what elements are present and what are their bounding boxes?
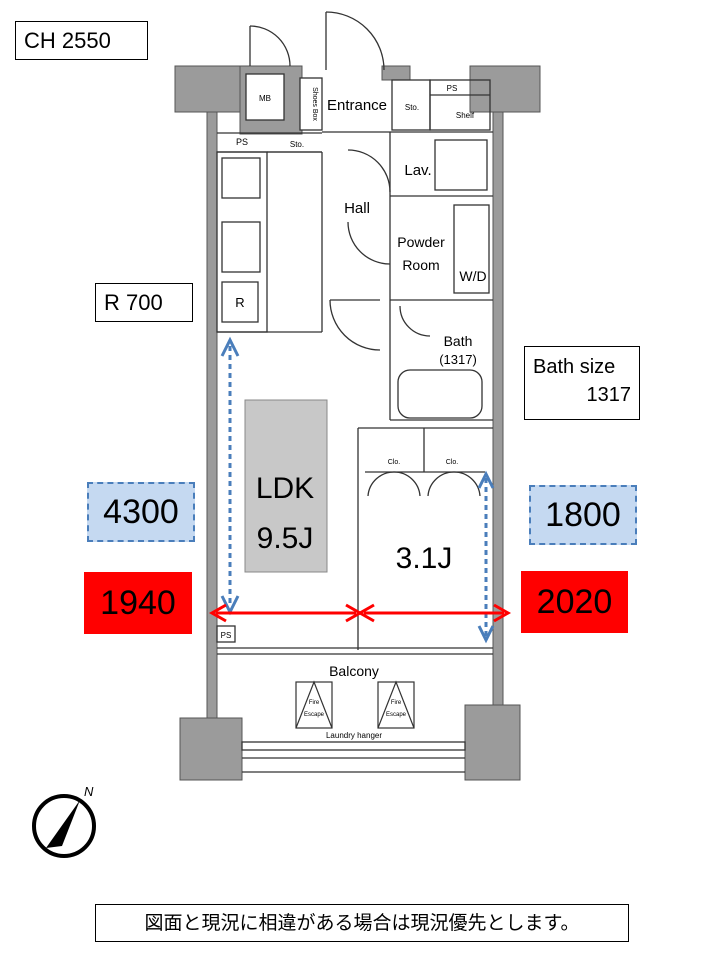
sto-top-label: Sto. [405,103,419,112]
compass-arrow-icon [46,800,80,848]
fire-escape-2-line2: Escape [386,712,407,718]
bedroom-size-label: 3.1J [396,542,453,575]
fire-escape-1-line2: Escape [304,712,325,718]
lav-label: Lav. [404,162,431,179]
bath-size-line-2: 1317 [586,384,632,406]
dimension-arrows [208,336,512,644]
dimension-1800: 1800 [529,485,637,545]
sto-kitchen-label: Sto. [290,140,304,149]
r-label: R [235,295,244,310]
bath-size-line-1: Bath size [533,356,616,378]
closet-label-1: Clo. [388,459,401,466]
ldk-label: LDK [256,472,314,505]
bath-size-label: (1317) [439,352,477,367]
ps-kitchen-label: PS [236,137,248,147]
dimension-2020-text: 2020 [536,583,613,621]
r-box: R 700 [95,283,193,322]
r-text: R 700 [104,290,163,315]
ceiling-height-text: CH 2550 [24,28,111,53]
wd-label: W/D [459,268,486,284]
notice-text: 図面と現況に相違がある場合は現況優先とします。 [144,912,580,934]
hall-label: Hall [344,200,370,217]
mb-label: MB [259,94,271,103]
ps-top-label: PS [447,84,458,93]
dimension-1940: 1940 [84,572,192,634]
balcony-label: Balcony [329,663,379,679]
dimension-2020: 2020 [521,571,628,633]
laundry-hanger-label: Laundry hanger [326,731,382,740]
dimension-1800-text: 1800 [545,496,621,534]
fire-escape-2-line1: Fire [391,700,402,706]
north-compass: N [32,784,96,858]
powder-room-label-1: Powder [397,234,445,250]
bath-size-box: Bath size 1317 [524,346,640,420]
bath-label: Bath [444,333,473,349]
powder-room-label-2: Room [402,257,439,273]
closet-label-2: Clo. [446,459,459,466]
dimension-1940-text: 1940 [100,584,176,622]
ceiling-height-box: CH 2550 [15,21,148,60]
dimension-4300-text: 4300 [103,493,179,531]
fire-escape-1-line1: Fire [309,700,320,706]
entrance-label: Entrance [327,97,387,114]
ldk-fill [244,399,328,573]
ps-balcony-label: PS [221,631,232,640]
north-label: N [84,784,94,799]
shoes-box-label: Shoes Box [311,87,318,121]
dimension-4300: 4300 [87,482,195,542]
notice-box: 図面と現況に相違がある場合は現況優先とします。 [95,904,629,942]
ldk-size-label: 9.5J [257,522,314,555]
shelf-label: Shelf [456,111,475,120]
fire-escape-hatches [295,680,415,729]
